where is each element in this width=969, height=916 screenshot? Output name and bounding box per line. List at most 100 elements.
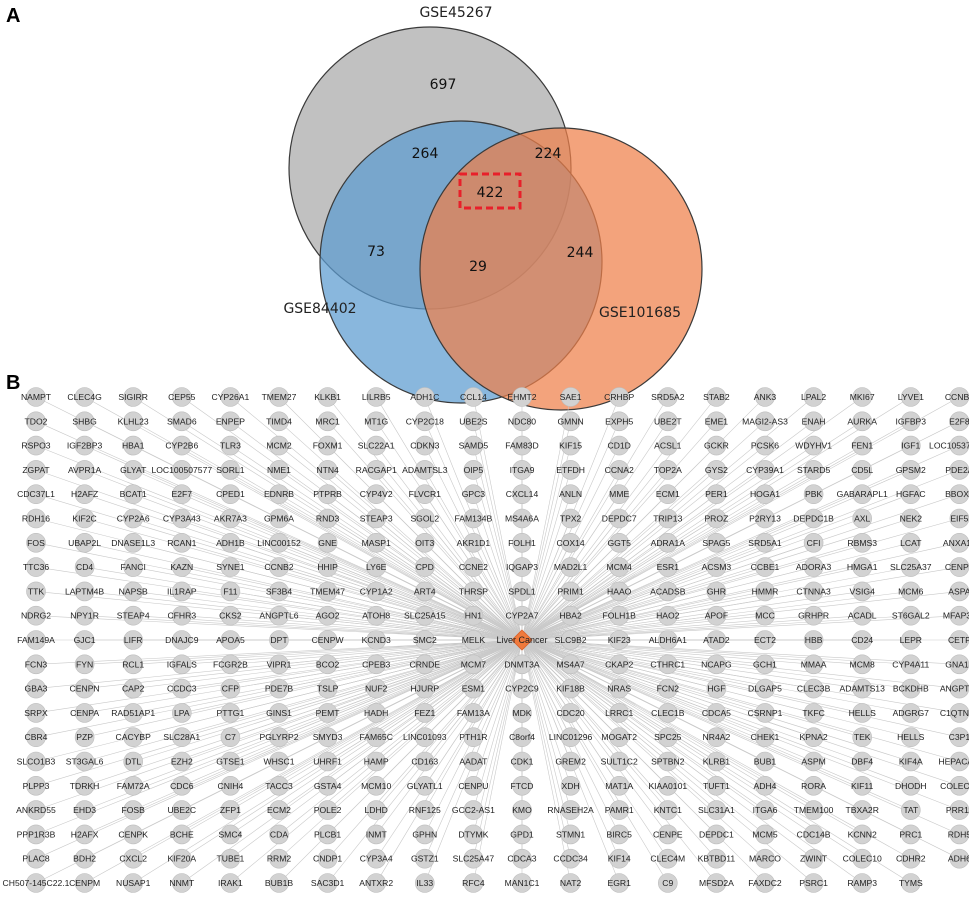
gene-node: TEK [852, 727, 873, 748]
gene-node: AADAT [459, 751, 488, 772]
gene-node-label: ANXA10 [943, 538, 969, 548]
gene-node: SULT1C2 [601, 751, 638, 772]
gene-node-label: CCDC3 [167, 684, 197, 694]
network-edge [521, 518, 960, 641]
gene-node: MKI67 [850, 387, 875, 407]
gene-node-circle [74, 630, 95, 650]
gene-node-circle [463, 751, 484, 772]
gene-node: ADAMTSL3 [402, 460, 448, 480]
gene-node: KIF2C [72, 508, 97, 529]
gene-node: IL1RAP [167, 581, 197, 602]
network-edge [278, 421, 523, 641]
gene-node: NRAS [607, 678, 631, 699]
gene-node-label: ITGA9 [510, 465, 535, 475]
network-edge [521, 469, 717, 641]
gene-node-label: SIGIRR [118, 392, 148, 402]
gene-node: MRC1 [315, 411, 340, 432]
network-edge [181, 639, 523, 835]
gene-node: KIF23 [608, 630, 631, 650]
gene-node-label: RSPO3 [21, 441, 50, 451]
gene-node-label: HGFAC [896, 489, 926, 499]
gene-node-label: GPSM2 [896, 465, 926, 475]
network-edge [521, 639, 766, 738]
gene-node: TDO2 [25, 411, 48, 432]
gene-node-circle [803, 873, 824, 893]
gene-node-circle [317, 605, 338, 626]
gene-node-label: UBE2T [654, 416, 682, 426]
gene-node-circle [123, 800, 143, 820]
network-edge [278, 639, 523, 884]
gene-node-circle [755, 387, 775, 407]
gene-node-circle [512, 581, 532, 602]
gene-node-circle [463, 508, 484, 529]
gene-node-label: FOLH1B [602, 611, 636, 621]
gene-node-circle [803, 411, 824, 432]
gene-node-label: MME [609, 489, 629, 499]
network-edge [521, 639, 571, 859]
gene-node: CDK1 [511, 751, 534, 772]
network-edge [521, 518, 668, 641]
gene-node-label: DPT [270, 635, 288, 645]
gene-node-circle [123, 654, 143, 675]
network-edge [84, 518, 523, 641]
network-edge [473, 639, 523, 884]
network-edge [35, 639, 523, 762]
gene-node: ESM1 [462, 678, 485, 699]
gene-node-label: BUB1 [754, 757, 777, 767]
gene-node-label: GPHN [412, 829, 437, 839]
gene-node-circle [317, 678, 338, 699]
gene-node-circle [220, 775, 241, 796]
gene-node-circle [220, 435, 241, 456]
gene-node-label: RORA [801, 781, 826, 791]
gene-node-circle [74, 727, 95, 748]
gene-node-label: HBA1 [122, 441, 145, 451]
gene-node-circle [317, 581, 338, 602]
gene-node-circle [512, 484, 532, 505]
gene-node-circle [852, 387, 873, 407]
gene-node-label: ENAH [802, 416, 826, 426]
panel-label-a: A [6, 5, 20, 27]
gene-node: BUB1B [265, 873, 293, 893]
venn-circle-gse101685 [419, 127, 703, 411]
gene-node: FYN [74, 654, 95, 675]
gene-node-circle [366, 508, 387, 529]
gene-node-circle [657, 824, 678, 845]
gene-node: ENAH [802, 411, 826, 432]
network-edge [521, 639, 717, 811]
gene-node: HEPACAM [938, 751, 969, 772]
set-label-gse45267: GSE45267 [419, 5, 492, 21]
gene-node-label: BCHE [170, 829, 194, 839]
gene-node: ANTXR2 [359, 873, 393, 893]
gene-node-circle [123, 435, 143, 456]
network-edge [181, 639, 523, 738]
network-edge [521, 639, 717, 859]
gene-node: CYP39A1 [746, 460, 784, 480]
gene-node-circle [220, 800, 241, 820]
gene-node-circle [366, 751, 387, 772]
gene-node-circle [657, 387, 678, 407]
gene-node: HJURP [410, 678, 439, 699]
gene-node: HHIP [317, 557, 338, 577]
gene-node-circle [26, 678, 46, 699]
gene-node-circle [269, 435, 289, 456]
gene-node-label: HMGA1 [847, 562, 878, 572]
gene-node-label: MARCO [749, 854, 781, 864]
gene-node-label: FCN3 [25, 659, 48, 669]
gene-node-circle [609, 581, 630, 602]
gene-node: LPA [172, 703, 192, 723]
gene-node-label: AXL [854, 514, 870, 524]
gene-node-circle [269, 775, 289, 796]
network-edge [521, 639, 669, 835]
gene-node: ACSL1 [654, 435, 682, 456]
network-edge [521, 639, 960, 665]
gene-node: MAT1A [605, 775, 633, 796]
gene-node-circle [220, 727, 241, 748]
gene-node: CYP2C18 [406, 411, 444, 432]
gene-node-label: RRM2 [267, 854, 292, 864]
gene-node: CCNB2 [264, 557, 294, 577]
gene-node: IL33 [414, 873, 435, 893]
gene-node-label: WDYHV1 [795, 441, 832, 451]
gene-node-label: STAB2 [703, 392, 730, 402]
network-edge [521, 396, 960, 641]
